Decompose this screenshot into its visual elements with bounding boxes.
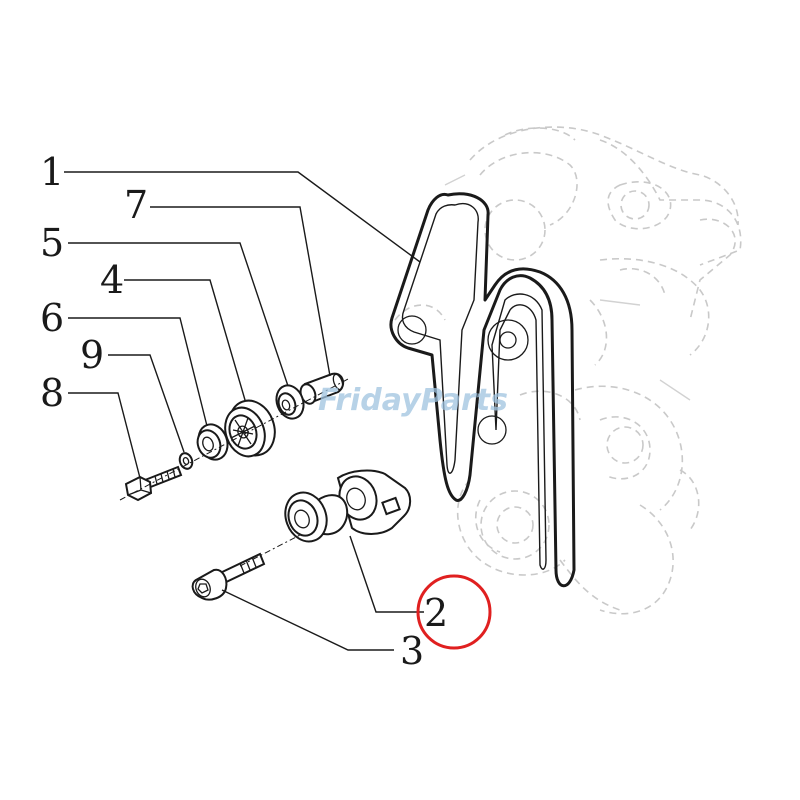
leader-1 [64,171,421,263]
callout-1: 1 [40,150,64,194]
callout-6: 6 [40,296,64,340]
part-4-pulley [224,399,276,458]
leader-2 [349,535,424,613]
brand-watermark: FridayParts [318,383,508,418]
callout-3: 3 [400,629,424,673]
callout-2: 2 [424,591,448,635]
part-9-washer [178,452,194,470]
callout-4: 4 [100,258,124,302]
leader-8 [68,392,141,479]
part-5-bearing [275,384,305,420]
leader-9 [108,354,185,453]
part-6-spacer [196,423,229,461]
callout-8: 8 [40,371,64,415]
leader-3 [221,589,394,651]
part-3-cap-screw [191,552,266,601]
leader-lines [64,171,424,651]
callout-7: 7 [124,183,148,227]
leader-7 [150,206,331,377]
leader-6 [68,317,208,427]
callout-9: 9 [80,333,104,377]
tensioner-axis-line [239,534,301,567]
part-2-tensioner [284,469,412,543]
callout-5: 5 [40,221,64,265]
drive-belt [389,192,576,588]
pulley-axis-line [119,377,351,501]
leader-4 [124,279,246,401]
highlight-circle [416,574,492,650]
engine-background-ghost [394,126,742,615]
leader-5 [68,242,289,387]
callout-numbers: 1 2 3 4 5 6 7 8 9 [40,150,448,673]
